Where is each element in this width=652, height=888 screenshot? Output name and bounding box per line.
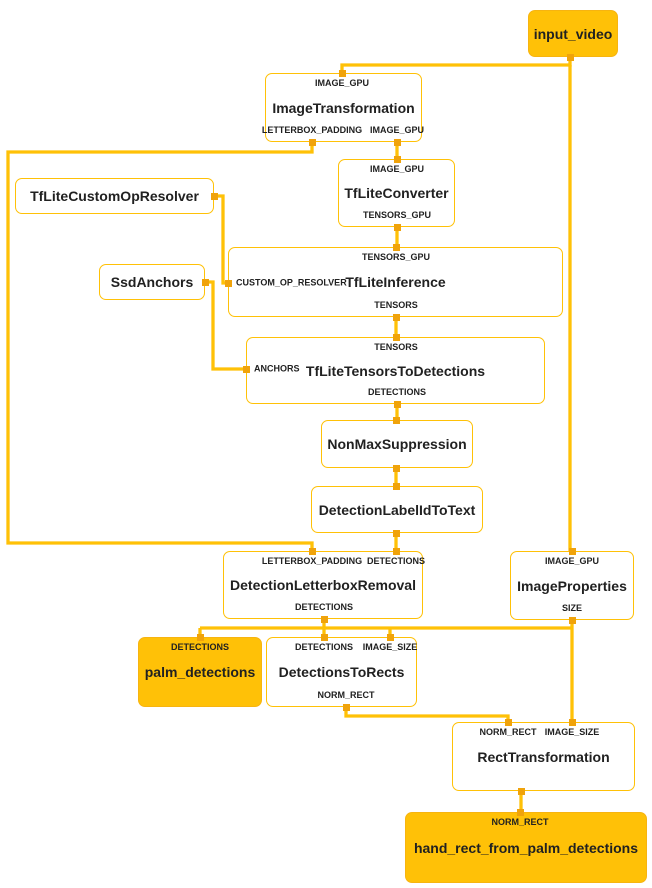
node-title: TfLiteInference [345, 274, 446, 290]
port-ImageTransformation-LETTERBOX_PADDING [308, 138, 316, 146]
port-TfLiteConverter-TENSORS_GPU [393, 223, 401, 231]
port-TfLiteTensorsToDetections-DETECTIONS [393, 400, 401, 408]
port-DetectionLetterboxRemoval-DETECTIONS [392, 547, 400, 555]
edge-input_video-to-ImageTransformation [340, 57, 572, 73]
node-title: input_video [533, 25, 613, 42]
port-TfLiteInference-TENSORS [392, 313, 400, 321]
node-TfLiteInference[interactable]: TfLiteInference [228, 247, 563, 317]
port-label-tensors: TENSORS [374, 300, 418, 310]
port-label-detections: DETECTIONS [294, 642, 354, 652]
port-label-image_size: IMAGE_SIZE [362, 642, 418, 652]
port-label-image_gpu: IMAGE_GPU [369, 125, 425, 135]
port-RectTransformation-NORM_RECT [504, 718, 512, 726]
node-title: RectTransformation [477, 748, 610, 765]
port-input_video-bottom0 [566, 53, 574, 61]
port-label-anchors: ANCHORS [254, 363, 300, 374]
node-title: NonMaxSuppression [327, 436, 467, 452]
node-TfLiteCustomOpResolver[interactable]: TfLiteCustomOpResolver [15, 178, 214, 214]
node-title: SsdAnchors [110, 274, 194, 290]
node-palm_detections[interactable]: palm_detections [138, 637, 262, 707]
node-title: ImageTransformation [272, 99, 415, 116]
port-label-norm_rect: NORM_RECT [491, 817, 549, 827]
port-ImageTransformation-IMAGE_GPU [338, 69, 346, 77]
port-label-image_gpu: IMAGE_GPU [544, 556, 600, 566]
node-ImageProperties[interactable]: ImageProperties [510, 551, 634, 620]
port-DetectionsToRects-IMAGE_SIZE [386, 633, 394, 641]
node-DetectionLetterboxRemoval[interactable]: DetectionLetterboxRemoval [223, 551, 423, 619]
port-label-detections: DETECTIONS [367, 387, 427, 397]
node-title: ImageProperties [517, 577, 627, 594]
port-NonMaxSuppression-bottom1 [392, 464, 400, 472]
port-ImageProperties-IMAGE_GPU [568, 547, 576, 555]
port-TfLiteTensorsToDetections-TENSORS [392, 333, 400, 341]
port-label-tensors: TENSORS [374, 342, 418, 352]
port-label-norm_rect: NORM_RECT [479, 727, 537, 737]
port-label-image_size: IMAGE_SIZE [544, 727, 600, 737]
edge-SsdAnchors-to-TfLiteTensorsToDetections [205, 280, 246, 371]
node-ImageTransformation[interactable]: ImageTransformation [265, 73, 422, 142]
port-DetectionsToRects-DETECTIONS [320, 633, 328, 641]
port-ImageProperties-SIZE [568, 616, 576, 624]
port-TfLiteConverter-IMAGE_GPU [393, 155, 401, 163]
node-TfLiteTensorsToDetections[interactable]: TfLiteTensorsToDetections [246, 337, 545, 404]
port-label-tensors_gpu: TENSORS_GPU [361, 252, 431, 262]
port-RectTransformation-bottom2 [517, 787, 525, 795]
node-title: DetectionLabelIdToText [318, 501, 476, 518]
port-DetectionLabelIdToText-top0 [392, 482, 400, 490]
node-title: hand_rect_from_palm_detections [413, 839, 639, 856]
port-label-detections: DETECTIONS [294, 602, 354, 612]
port-label-size: SIZE [561, 603, 583, 613]
node-title: TfLiteTensorsToDetections [305, 362, 486, 379]
port-DetectionLabelIdToText-bottom1 [392, 529, 400, 537]
node-DetectionLabelIdToText[interactable]: DetectionLabelIdToText [311, 486, 483, 533]
port-DetectionsToRects-NORM_RECT [342, 703, 350, 711]
node-input_video[interactable]: input_video [528, 10, 618, 57]
port-SsdAnchors-right0 [201, 278, 209, 286]
port-NonMaxSuppression-top0 [392, 416, 400, 424]
node-RectTransformation[interactable]: RectTransformation [452, 722, 635, 791]
node-hand_rect_from_palm_detections[interactable]: hand_rect_from_palm_detections [405, 812, 647, 883]
node-DetectionsToRects[interactable]: DetectionsToRects [266, 637, 417, 707]
port-palm_detections-DETECTIONS [196, 633, 204, 641]
port-DetectionLetterboxRemoval-LETTERBOX_PADDING [308, 547, 316, 555]
node-SsdAnchors[interactable]: SsdAnchors [99, 264, 205, 300]
port-label-letterbox_padding: LETTERBOX_PADDING [261, 125, 363, 135]
port-TfLiteCustomOpResolver-right0 [210, 192, 218, 200]
port-RectTransformation-IMAGE_SIZE [568, 718, 576, 726]
port-label-detections: DETECTIONS [366, 556, 426, 566]
port-TfLiteInference-TENSORS_GPU [392, 243, 400, 251]
port-label-detections: DETECTIONS [170, 642, 230, 652]
edge-letterbox-padding-loop [6, 142, 314, 551]
port-label-letterbox_padding: LETTERBOX_PADDING [261, 556, 363, 566]
port-label-image_gpu: IMAGE_GPU [314, 78, 370, 88]
node-TfLiteConverter[interactable]: TfLiteConverter [338, 159, 455, 227]
node-NonMaxSuppression[interactable]: NonMaxSuppression [321, 420, 473, 468]
node-title: TfLiteCustomOpResolver [30, 188, 199, 204]
port-TfLiteInference-CUSTOM_OP_RESOLVER [224, 279, 232, 287]
port-label-norm_rect: NORM_RECT [317, 690, 375, 700]
edge-TfLiteCustomOpResolver-to-TfLiteInference [214, 194, 228, 285]
node-title: DetectionsToRects [278, 664, 405, 680]
node-title: DetectionLetterboxRemoval [230, 577, 416, 593]
edge-DetectionsToRects-to-RectTransformation [344, 707, 510, 722]
port-label-tensors_gpu: TENSORS_GPU [362, 210, 432, 220]
node-title: TfLiteConverter [344, 185, 449, 201]
node-title: palm_detections [144, 664, 256, 680]
port-ImageTransformation-IMAGE_GPU [393, 138, 401, 146]
port-DetectionLetterboxRemoval-DETECTIONS [320, 615, 328, 623]
port-hand_rect_from_palm_detections-NORM_RECT [516, 808, 524, 816]
port-label-image_gpu: IMAGE_GPU [369, 164, 425, 174]
port-TfLiteTensorsToDetections-ANCHORS [242, 365, 250, 373]
port-label-custom_op_resolver: CUSTOM_OP_RESOLVER [236, 277, 347, 288]
